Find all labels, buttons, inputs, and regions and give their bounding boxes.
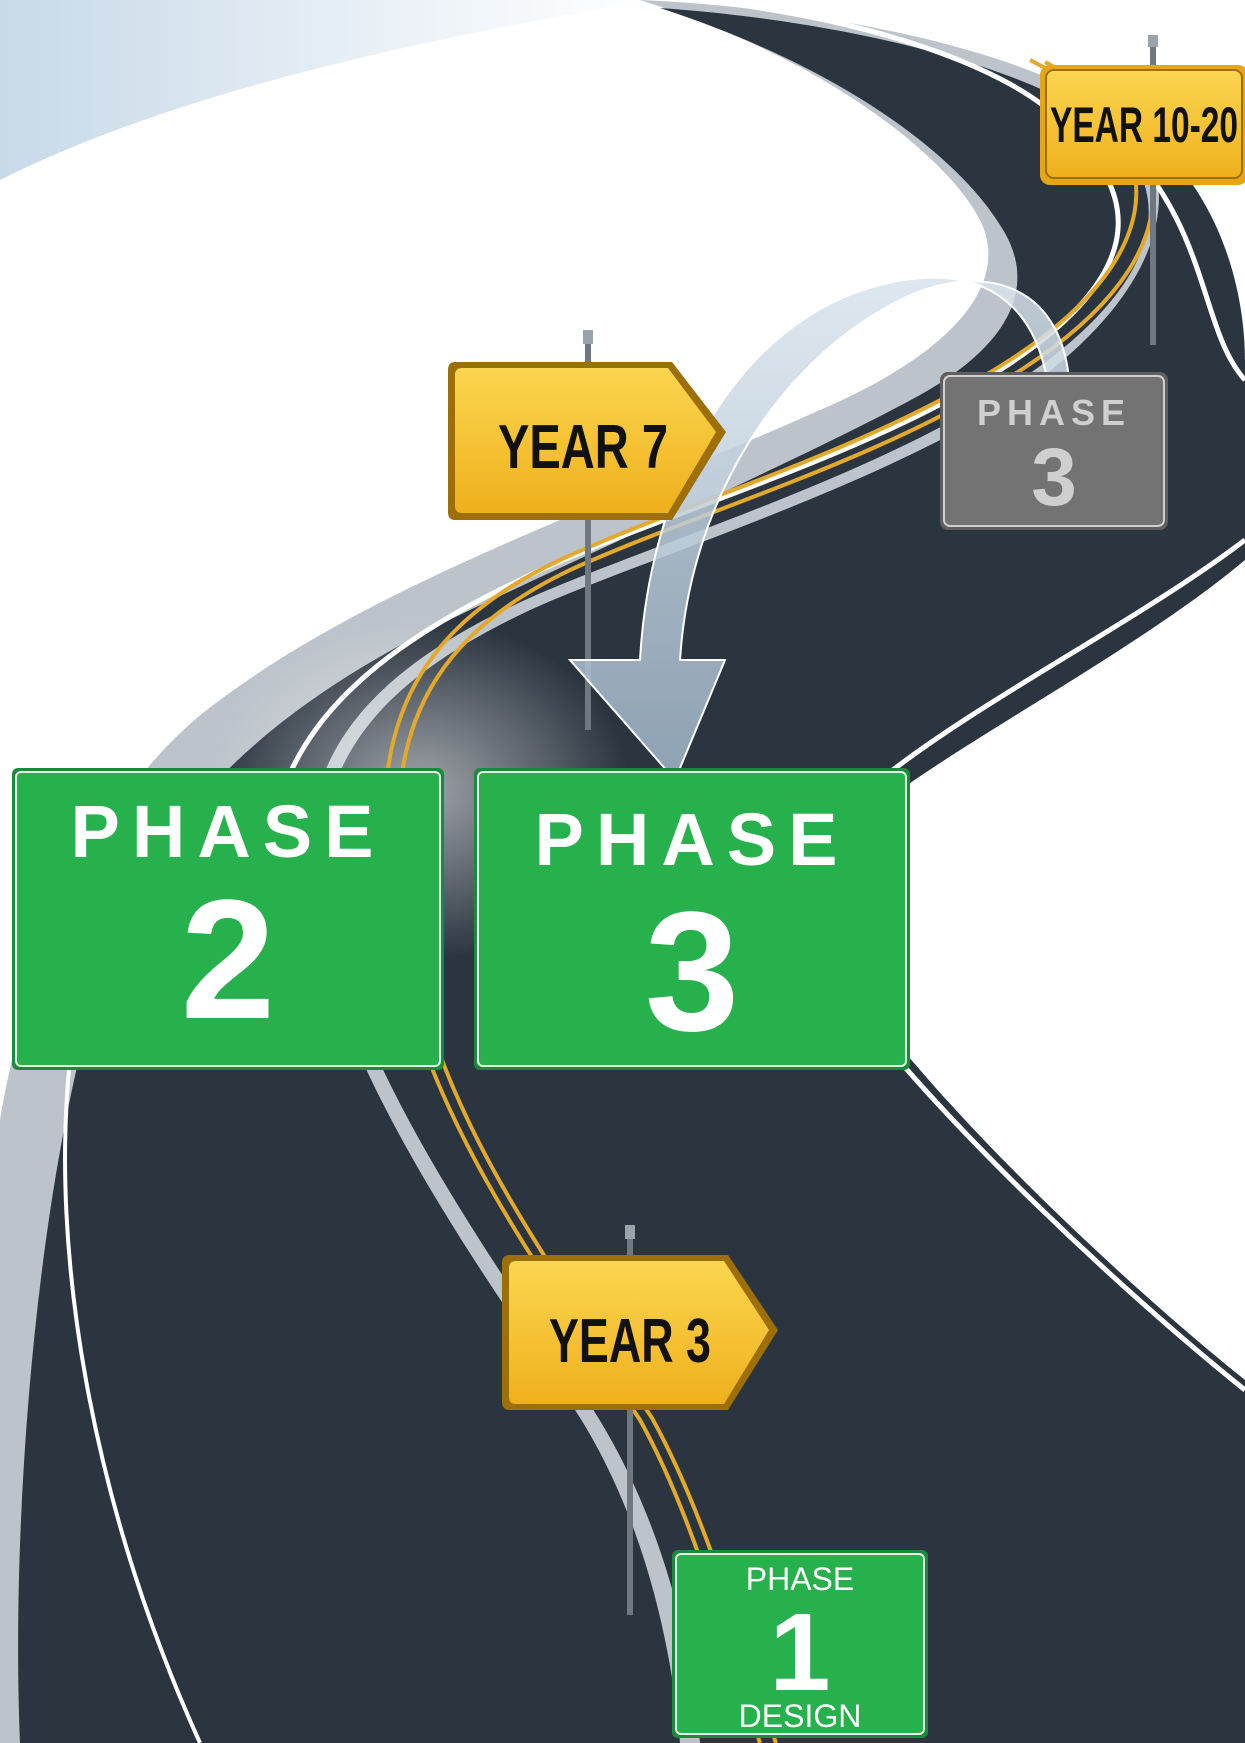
phase-3-sign: PHASE 3 [474, 768, 910, 1070]
sky-background [0, 0, 650, 180]
phase-3-faded-word: PHASE [977, 392, 1131, 433]
phase-1-number: 1 [769, 1591, 830, 1714]
move-arrow [567, 276, 1072, 782]
phase-2-sign: PHASE 2 [12, 768, 444, 1070]
phase-2-word: PHASE [71, 790, 386, 873]
phase-1-caption: DESIGN [739, 1698, 862, 1734]
year-7-label: YEAR 7 [498, 413, 668, 482]
phase-3-number: 3 [645, 877, 740, 1067]
phase-2-number: 2 [181, 865, 276, 1055]
year-3-sign: YEAR 3 [502, 1255, 778, 1410]
phase-1-word: PHASE [746, 1561, 854, 1597]
phase-3-word: PHASE [535, 798, 850, 881]
year-7-sign: YEAR 7 [448, 362, 726, 520]
phase-3-faded-number: 3 [1031, 432, 1077, 523]
sign-poles [583, 35, 1158, 1615]
year-10-20-label: YEAR 10-20 [1050, 97, 1238, 153]
phase-3-faded-sign: PHASE 3 [940, 372, 1168, 530]
year-3-label: YEAR 3 [549, 1307, 711, 1376]
phase-1-sign: PHASE 1 DESIGN [672, 1550, 928, 1738]
year-10-20-sign: YEAR 10-20 [1040, 65, 1245, 185]
